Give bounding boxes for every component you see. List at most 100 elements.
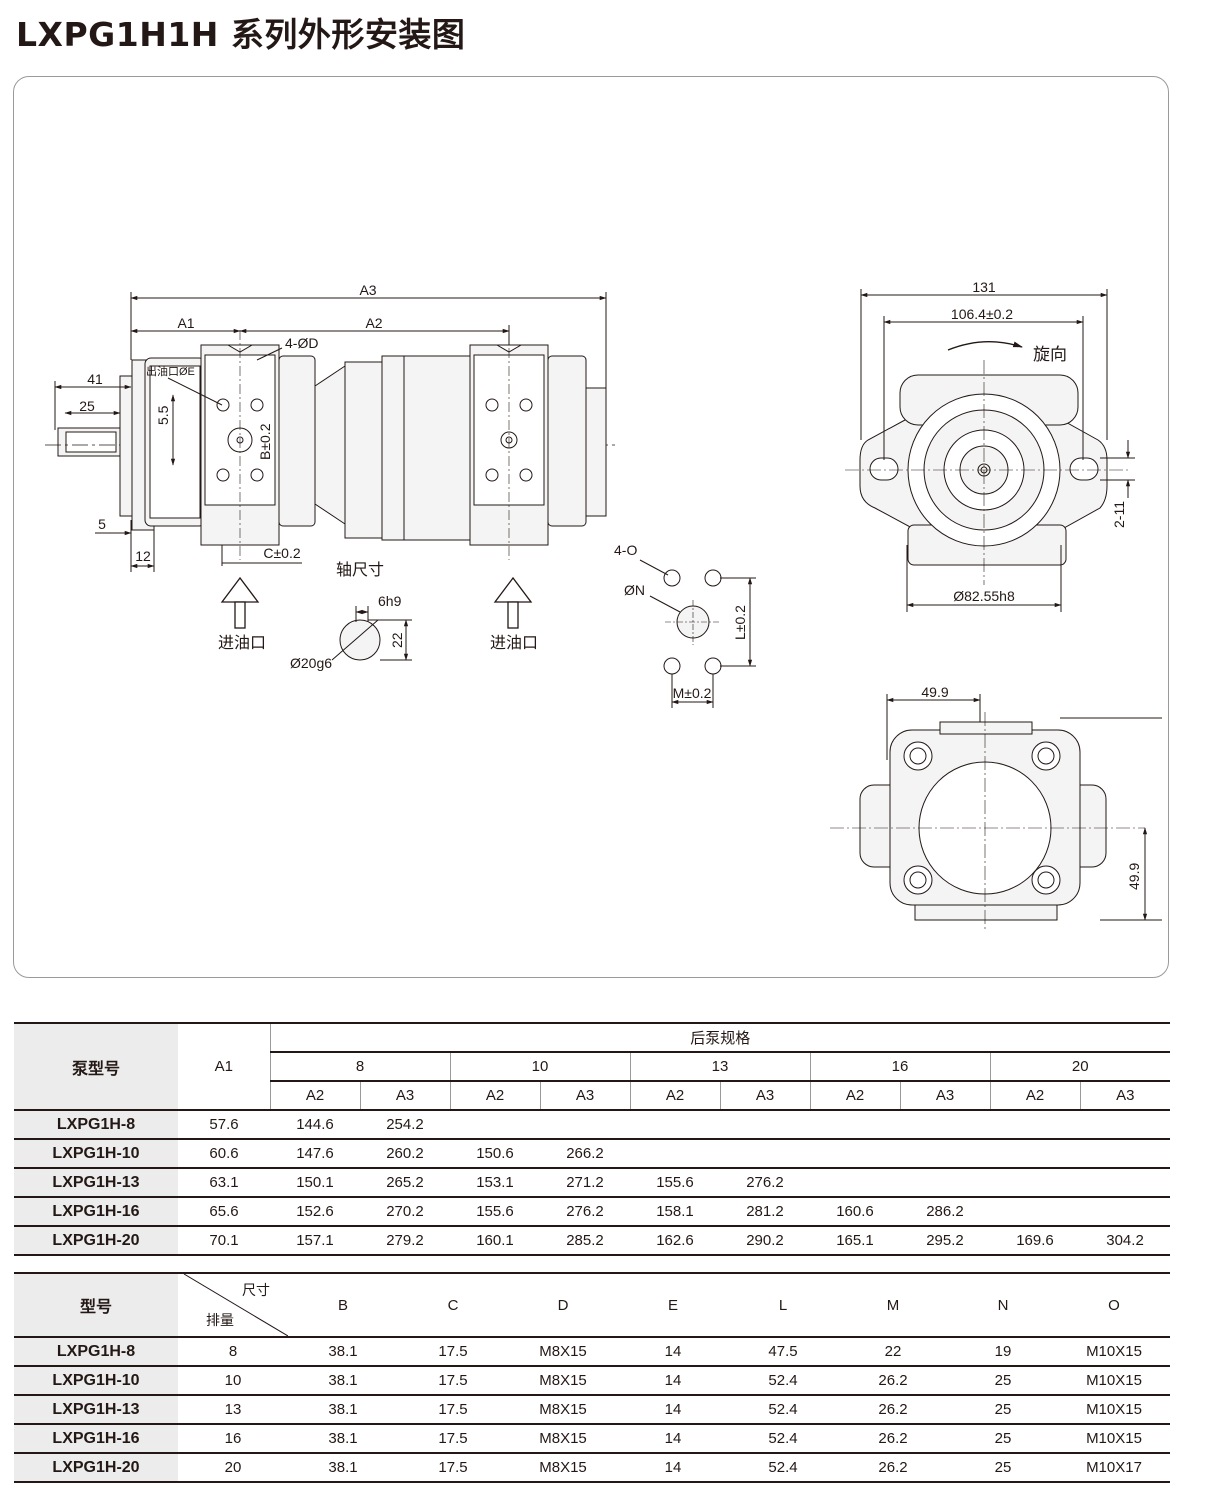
label-inlet-front: 进油口	[218, 634, 266, 652]
value-cell: 304.2	[1080, 1226, 1171, 1256]
value-cell: 22	[838, 1337, 948, 1367]
a1-cell: 60.6	[178, 1139, 270, 1169]
value-cell	[810, 1168, 900, 1198]
value-cell: M8X15	[508, 1453, 618, 1483]
value-cell: 17.5	[398, 1424, 508, 1454]
value-cell: 52.4	[728, 1424, 838, 1454]
size-header: 10	[449, 1052, 630, 1082]
value-cell: 47.5	[728, 1337, 838, 1367]
value-cell: 26.2	[838, 1424, 948, 1454]
value-cell: 265.2	[360, 1168, 450, 1198]
model-cell: LXPG1H-13	[14, 1395, 178, 1425]
value-cell: 162.6	[630, 1226, 720, 1256]
col-header: C	[398, 1273, 508, 1338]
value-cell	[990, 1168, 1080, 1198]
value-cell: 147.6	[270, 1139, 360, 1169]
a1-cell: 70.1	[178, 1226, 270, 1256]
model-cell: LXPG1H-10	[14, 1366, 178, 1396]
model-cell: LXPG1H-13	[14, 1168, 178, 1198]
displacement-cell: 8	[178, 1337, 288, 1367]
value-cell: 153.1	[450, 1168, 540, 1198]
size-header: 8	[269, 1052, 450, 1082]
dim-82-55: Ø82.55h8	[953, 588, 1015, 604]
value-cell: 260.2	[360, 1139, 450, 1169]
model-header: 泵型号	[14, 1023, 178, 1111]
model-cell: LXPG1H-8	[14, 1110, 178, 1140]
dim-131: 131	[972, 279, 996, 295]
size-header: 20	[989, 1052, 1171, 1082]
diag-displacement-label: 排量	[206, 1313, 234, 1329]
sub-header: A2	[269, 1081, 360, 1111]
value-cell: 19	[948, 1337, 1058, 1367]
value-cell: 17.5	[398, 1337, 508, 1367]
value-cell	[720, 1110, 810, 1140]
value-cell: 158.1	[630, 1197, 720, 1227]
sub-header: A2	[449, 1081, 540, 1111]
value-cell	[1080, 1139, 1171, 1169]
value-cell: 150.1	[270, 1168, 360, 1198]
displacement-cell: 20	[178, 1453, 288, 1483]
value-cell	[810, 1110, 900, 1140]
model-cell: LXPG1H-20	[14, 1453, 178, 1483]
sub-header: A3	[539, 1081, 630, 1111]
value-cell: 14	[618, 1337, 728, 1367]
value-cell	[990, 1197, 1080, 1227]
value-cell: M8X15	[508, 1424, 618, 1454]
dim-a2: A2	[365, 315, 382, 331]
displacement-cell: 16	[178, 1424, 288, 1454]
value-cell: 26.2	[838, 1453, 948, 1483]
value-cell: 38.1	[288, 1395, 398, 1425]
value-cell: 152.6	[270, 1197, 360, 1227]
displacement-cell: 10	[178, 1366, 288, 1396]
value-cell: 52.4	[728, 1453, 838, 1483]
value-cell: 155.6	[630, 1168, 720, 1198]
value-cell: 38.1	[288, 1424, 398, 1454]
value-cell: 52.4	[728, 1366, 838, 1396]
value-cell: 38.1	[288, 1366, 398, 1396]
value-cell: 17.5	[398, 1453, 508, 1483]
value-cell	[540, 1110, 630, 1140]
value-cell: M10X15	[1058, 1366, 1170, 1396]
value-cell: 270.2	[360, 1197, 450, 1227]
label-4-d: 4-ØD	[285, 335, 318, 351]
dim-b: B±0.2	[257, 423, 273, 460]
model-cell: LXPG1H-20	[14, 1226, 178, 1256]
value-cell: 144.6	[270, 1110, 360, 1140]
label-inlet-rear: 进油口	[490, 634, 538, 652]
diagonal-header: 尺寸 排量	[178, 1273, 288, 1338]
a1-cell: 65.6	[178, 1197, 270, 1227]
value-cell	[810, 1139, 900, 1169]
value-cell: M10X17	[1058, 1453, 1170, 1483]
value-cell: 150.6	[450, 1139, 540, 1169]
value-cell: 281.2	[720, 1197, 810, 1227]
value-cell: 38.1	[288, 1453, 398, 1483]
flange-pattern	[639, 559, 756, 708]
dim-22: 22	[389, 632, 405, 648]
value-cell: 25	[948, 1395, 1058, 1425]
value-cell	[450, 1110, 540, 1140]
value-cell: 266.2	[540, 1139, 630, 1169]
value-cell: M10X15	[1058, 1395, 1170, 1425]
size-header: 16	[809, 1052, 990, 1082]
label-outlet-e: 出油口ØE	[146, 364, 195, 378]
value-cell	[1080, 1110, 1171, 1140]
label-rotation: 旋向	[1033, 345, 1067, 364]
sub-header: A2	[629, 1081, 720, 1111]
dim-2-11: 2-11	[1111, 501, 1127, 528]
value-cell: 157.1	[270, 1226, 360, 1256]
value-cell: 25	[948, 1424, 1058, 1454]
a1-header: A1	[178, 1023, 270, 1111]
col-header: B	[288, 1273, 398, 1338]
col-header: N	[948, 1273, 1058, 1338]
model-cell: LXPG1H-16	[14, 1197, 178, 1227]
pump-rear-view	[830, 712, 1145, 930]
model-cell: LXPG1H-16	[14, 1424, 178, 1454]
value-cell: 276.2	[540, 1197, 630, 1227]
value-cell: M8X15	[508, 1337, 618, 1367]
